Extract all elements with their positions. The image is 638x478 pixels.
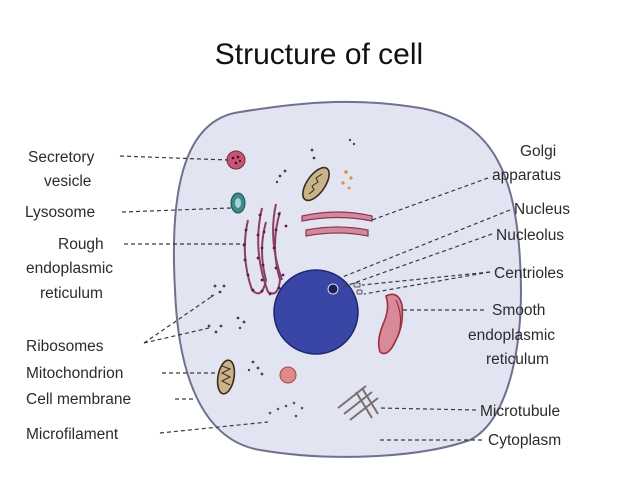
- leader-nucleolus: [339, 233, 493, 289]
- leader-microtubule: [379, 407, 477, 411]
- label-secretory-vesicle: Secretory vesicle: [28, 149, 99, 190]
- nucleolus-shape: [327, 283, 339, 295]
- smooth-er-shape: [377, 293, 404, 355]
- orange-granules: [341, 170, 353, 190]
- label-mitochondrion: Mitochondrion: [26, 365, 123, 382]
- label-nucleus: Nucleus: [514, 201, 570, 218]
- golgi-apparatus-shape: [301, 211, 373, 237]
- microtubule-shape: [337, 385, 379, 421]
- label-cytoplasm: Cytoplasm: [488, 432, 561, 449]
- vesicle-shape: [279, 366, 297, 384]
- label-smooth-er: Smooth endoplasmic reticulum: [468, 302, 559, 368]
- mitochondrion-shape-lower: [216, 359, 236, 395]
- rough-er-shape: [243, 203, 283, 295]
- secretory-vesicle-shape: [226, 150, 246, 170]
- cell-membrane-shape: [172, 100, 522, 458]
- slide-title: Structure of cell: [214, 38, 424, 71]
- leader-centrioles: [361, 271, 491, 286]
- lysosome-shape: [230, 192, 246, 214]
- label-rough-er: Rough endoplasmic reticulum: [26, 236, 117, 302]
- nucleus-shape: [273, 269, 359, 355]
- label-cell-membrane: Cell membrane: [26, 391, 131, 408]
- mitochondrion-shape-upper: [302, 166, 330, 202]
- label-centrioles: Centrioles: [494, 265, 564, 282]
- label-golgi: Golgi apparatus: [492, 143, 561, 184]
- label-lysosome: Lysosome: [25, 204, 95, 221]
- label-microfilament: Microfilament: [26, 426, 119, 443]
- microfilament-shape: [268, 401, 304, 418]
- label-ribosomes: Ribosomes: [26, 338, 104, 355]
- label-microtubule: Microtubule: [480, 403, 560, 420]
- label-nucleolus: Nucleolus: [496, 227, 564, 244]
- leader-nucleus: [339, 209, 511, 279]
- leader-centrioles-2: [363, 271, 491, 295]
- centrioles-shape: [353, 282, 363, 295]
- leader-ribosomes-upper: [143, 294, 215, 344]
- free-ribosomes: [207, 138, 356, 376]
